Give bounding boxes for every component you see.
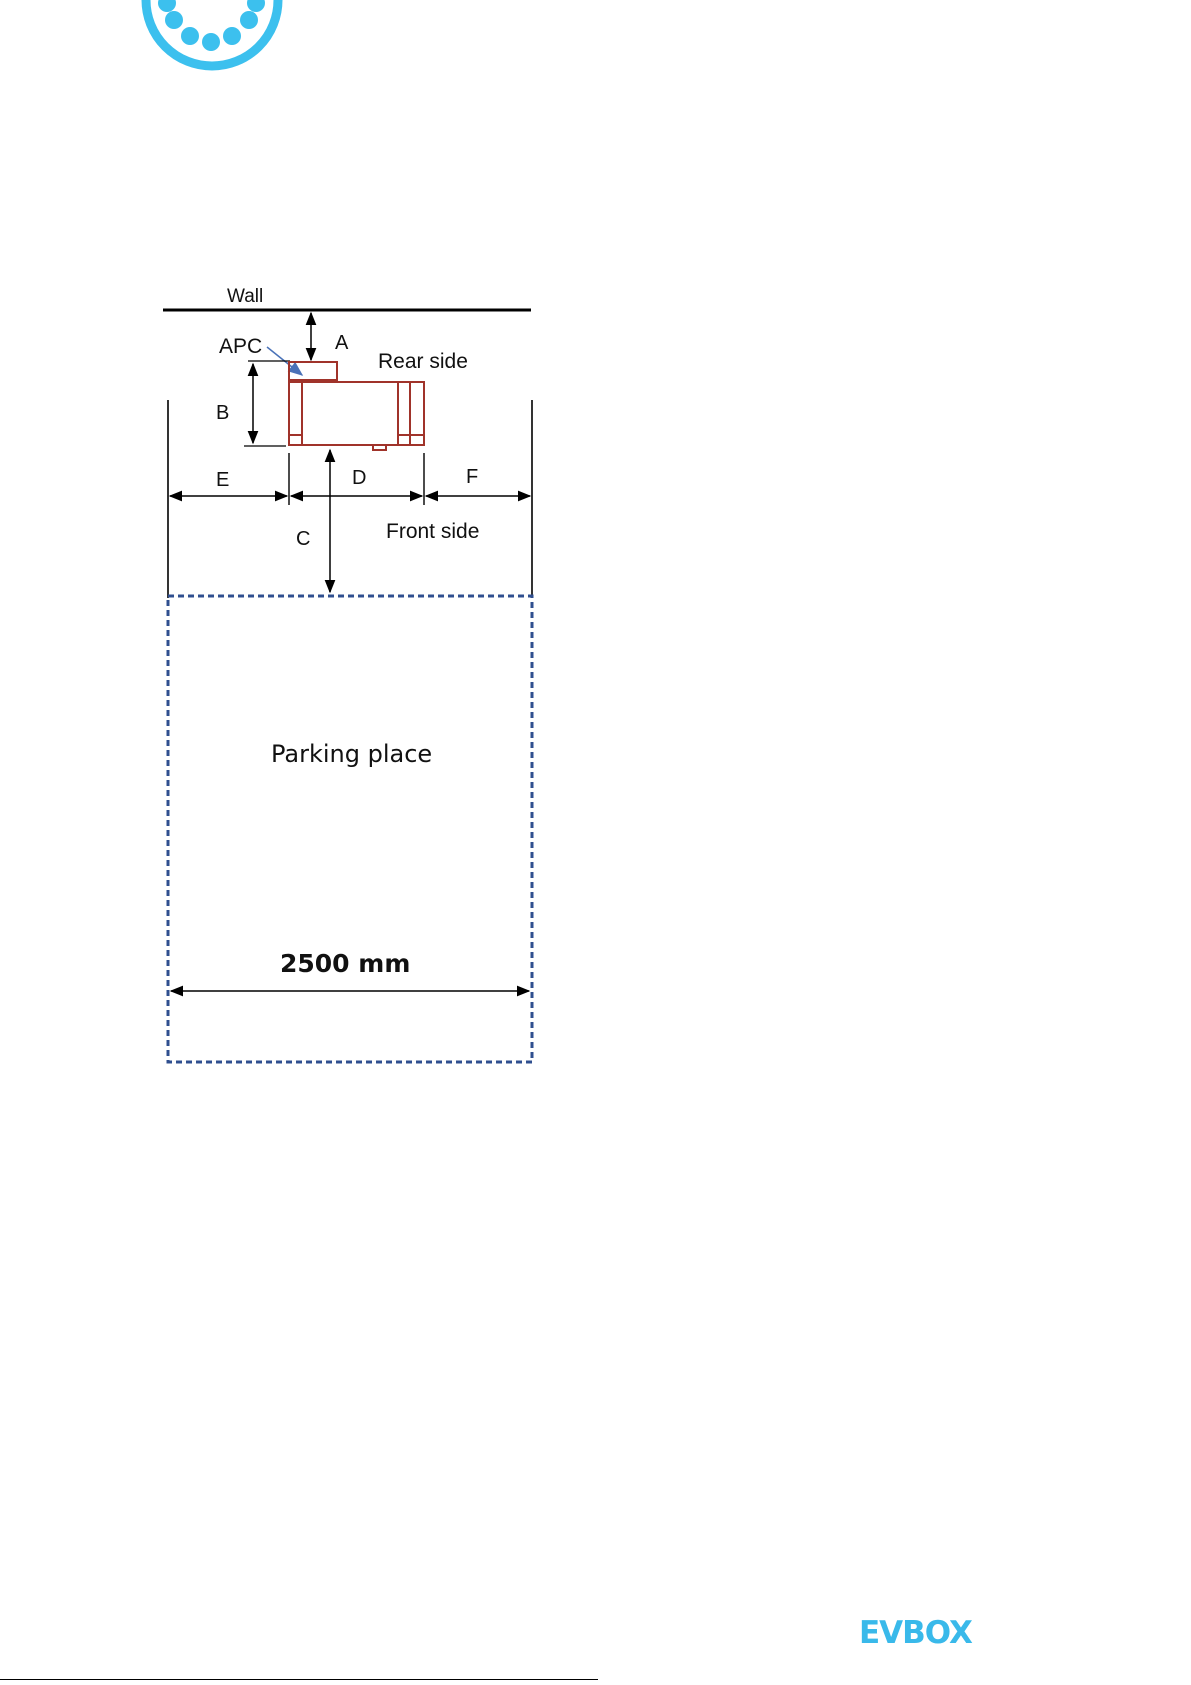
dimension-c-label: C xyxy=(296,528,310,550)
front-side-label: Front side xyxy=(386,520,479,543)
charger-outline xyxy=(289,362,424,450)
parking-place-area xyxy=(168,596,532,1062)
dimension-e-label: E xyxy=(216,469,229,491)
rear-side-label: Rear side xyxy=(378,350,468,373)
wall-label: Wall xyxy=(227,286,263,307)
footer-rule xyxy=(0,1679,598,1680)
parking-place-label: Parking place xyxy=(271,740,432,768)
dimension-b-label: B xyxy=(216,402,229,424)
evbox-logo-text: EVBOX xyxy=(859,1615,973,1651)
apc-label: APC xyxy=(219,335,262,358)
evbox-logo-icon: EVBOX xyxy=(855,1610,975,1654)
site-layout-diagram: Wall A APC Rear side B E D F C Front sid… xyxy=(0,0,1191,1100)
dimension-a-label: A xyxy=(335,332,349,354)
dimension-d-label: D xyxy=(352,467,366,489)
width-dimension-label: 2500 mm xyxy=(280,949,410,978)
dimension-f-label: F xyxy=(466,466,478,488)
